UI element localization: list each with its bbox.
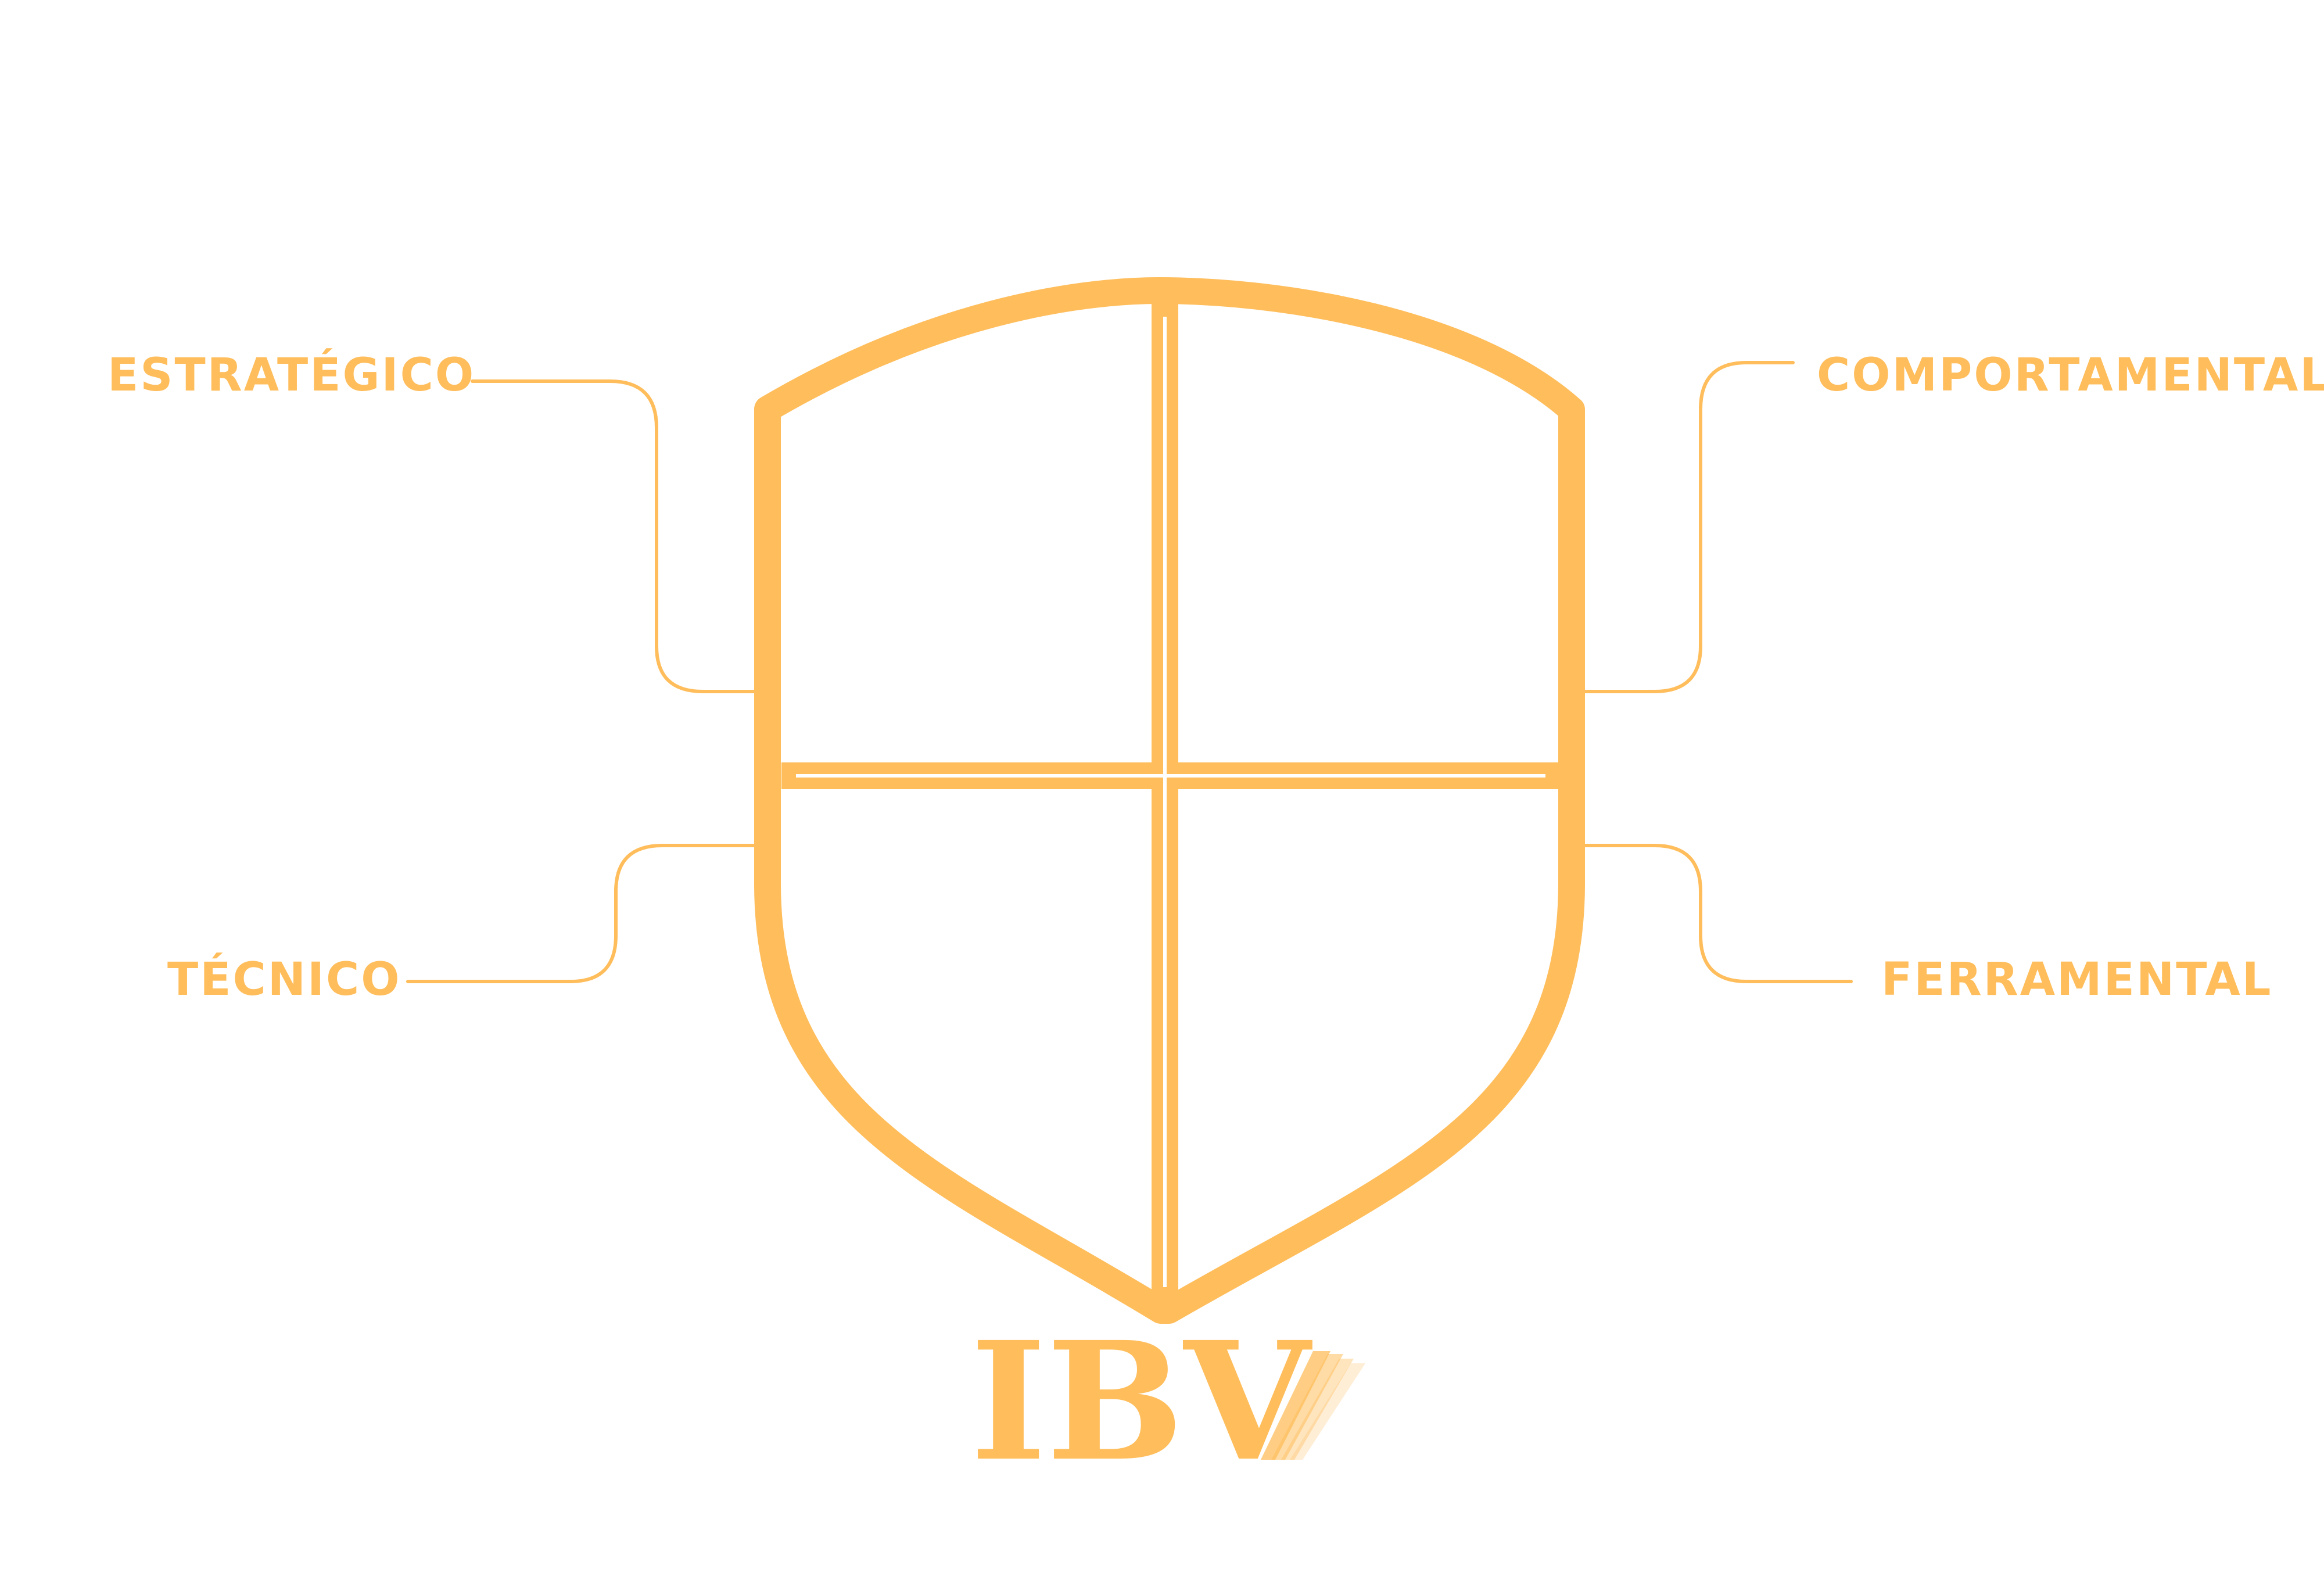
shield-outline	[754, 277, 1585, 1324]
connector-top-left	[471, 379, 758, 693]
shield-cross	[781, 302, 1558, 1297]
connector-bottom-left	[406, 844, 758, 983]
logo-text: IBV	[970, 1306, 1314, 1498]
label-estrategico: ESTRATÉGICO	[107, 348, 475, 402]
logo-streaks-icon	[1261, 1351, 1365, 1460]
ibv-logo: IBV	[970, 1306, 1365, 1498]
label-tecnico: TÉCNICO	[167, 952, 401, 1006]
label-comportamental: COMPORTAMENTAL	[1817, 349, 2324, 402]
connector-bottom-right	[1583, 844, 1853, 983]
label-ferramental: FERRAMENTAL	[1881, 954, 2272, 1006]
connector-top-right	[1583, 361, 1795, 693]
